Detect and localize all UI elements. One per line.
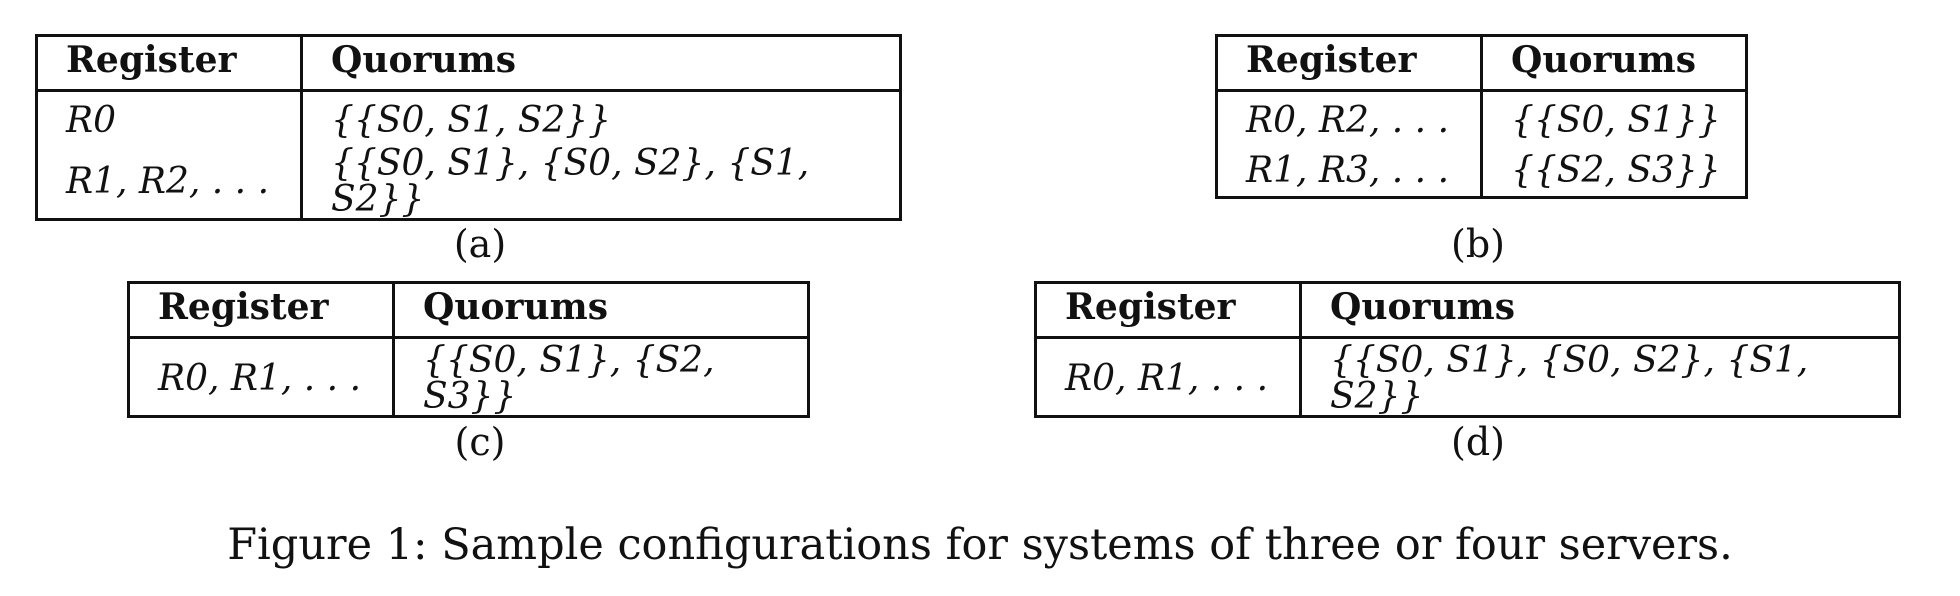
header-register: Register [1035, 282, 1302, 339]
table-row: R0 {{S0, S1, S2}} [36, 90, 901, 146]
caption-b: (b) [1451, 222, 1505, 266]
header-register: Register [128, 282, 395, 339]
register-cell: R0, R1, . . . [128, 337, 395, 417]
quorums-cell: {{S2, S3}} [1511, 150, 1721, 191]
table-row: R0, R2, . . . {{S0, S1}} [1216, 90, 1747, 146]
caption-d: (d) [1451, 420, 1505, 464]
table-header-row: Register Quorums [128, 282, 809, 339]
config-table-c: Register Quorums R0, R1, . . . {{S0, S1}… [127, 281, 810, 418]
config-table-d: Register Quorums R0, R1, . . . {{S0, S1}… [1034, 281, 1901, 418]
config-table-b: Register Quorums R0, R2, . . . {{S0, S1}… [1215, 34, 1748, 199]
table-panel-d: Register Quorums R0, R1, . . . {{S0, S1}… [1034, 281, 1901, 418]
header-register: Register [1216, 35, 1483, 92]
table-panel-c: Register Quorums R0, R1, . . . {{S0, S1}… [127, 281, 810, 418]
quorums-cell: {{S0, S1}, {S2, S3}} [423, 340, 715, 417]
header-quorums: Quorums [393, 282, 809, 339]
config-table-a: Register Quorums R0 {{S0, S1, S2}} R1, R… [35, 34, 902, 221]
header-register: Register [36, 35, 303, 92]
register-cell: R0, R1, . . . [1035, 337, 1302, 417]
table-panel-b: Register Quorums R0, R2, . . . {{S0, S1}… [1215, 34, 1748, 199]
register-cell: R1, R3, . . . [1216, 146, 1483, 198]
quorums-cell: {{S0, S1}, {S0, S2}, {S1, S2}} [1330, 340, 1809, 417]
quorums-cell: {{S0, S1, S2}} [331, 100, 612, 141]
table-panel-a: Register Quorums R0 {{S0, S1, S2}} R1, R… [35, 34, 902, 221]
table-row: R0, R1, . . . {{S0, S1}, {S2, S3}} [128, 337, 809, 417]
header-quorums: Quorums [301, 35, 901, 92]
quorums-cell: {{S0, S1}} [1511, 100, 1721, 141]
table-header-row: Register Quorums [1035, 282, 1900, 339]
register-cell: R0 [36, 90, 303, 146]
register-cell: R0, R2, . . . [1216, 90, 1483, 146]
caption-c: (c) [454, 420, 506, 464]
table-row: R0, R1, . . . {{S0, S1}, {S0, S2}, {S1, … [1035, 337, 1900, 417]
table-row: R1, R3, . . . {{S2, S3}} [1216, 146, 1747, 198]
header-quorums: Quorums [1481, 35, 1747, 92]
caption-a: (a) [453, 222, 507, 266]
register-cell: R1, R2, . . . [36, 146, 303, 220]
table-row: R1, R2, . . . {{S0, S1}, {S0, S2}, {S1, … [36, 143, 901, 220]
header-quorums: Quorums [1300, 282, 1900, 339]
table-header-row: Register Quorums [1216, 35, 1747, 92]
table-header-row: Register Quorums [36, 35, 901, 92]
figure-caption: Figure 1: Sample configurations for syst… [227, 520, 1733, 570]
quorums-cell: {{S0, S1}, {S0, S2}, {S1, S2}} [331, 143, 810, 220]
